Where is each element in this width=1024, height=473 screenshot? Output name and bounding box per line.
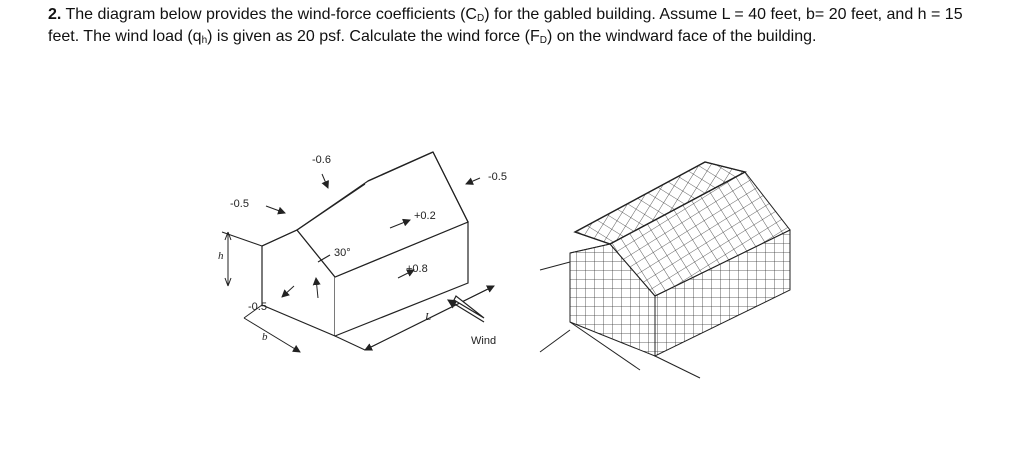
gabled-building-drawing: [261, 151, 469, 337]
label-h: h: [218, 250, 224, 262]
wind-label: Wind: [471, 335, 496, 347]
coef-roof-leeward: -0.6: [312, 154, 331, 166]
coef-roof-windward: +0.2: [414, 210, 436, 222]
coef-leeward-wall: -0.5: [488, 171, 507, 183]
dimension-h: [221, 231, 263, 287]
label-b: b: [262, 331, 268, 343]
coef-side-wall: -0.5: [248, 301, 267, 313]
label-l: L: [424, 311, 431, 323]
dimension-l: [334, 285, 495, 351]
question-text: 2. The diagram below provides the wind-f…: [48, 6, 963, 46]
roof-angle-label: 30°: [334, 247, 351, 259]
coef-windward-wall: +0.8: [406, 263, 428, 275]
dimension-b: [243, 304, 301, 353]
wind-arrow: [446, 295, 485, 323]
question-number: 2.: [48, 6, 62, 23]
coefficient-arrows: [265, 173, 481, 299]
grid-model-drawing: [539, 161, 791, 379]
coef-gable-left: -0.5: [230, 198, 249, 210]
